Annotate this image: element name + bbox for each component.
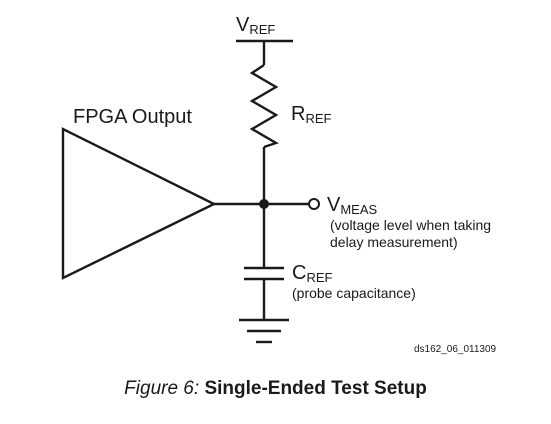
junction-dot (259, 199, 269, 209)
cref-note: (probe capacitance) (292, 285, 416, 301)
vmeas-terminal (308, 198, 320, 210)
vmeas-note-line-2: delay measurement) (330, 234, 458, 250)
rref-label: RREF (291, 103, 332, 126)
rref-resistor (249, 64, 279, 149)
fpga-buffer-triangle (61, 127, 217, 280)
figure-caption: Figure 6: Single-Ended Test Setup (0, 378, 551, 400)
figure-id: ds162_06_011309 (414, 344, 497, 355)
fpga-output-label: FPGA Output (73, 106, 192, 128)
figure-title: Single-Ended Test Setup (204, 378, 427, 399)
figure-number: Figure 6: (124, 378, 200, 399)
cref-label: CREF (292, 262, 333, 285)
vmeas-label: VMEAS (327, 194, 378, 217)
vref-label: VREF (236, 14, 276, 37)
vmeas-note-line-1: (voltage level when taking (330, 217, 492, 233)
